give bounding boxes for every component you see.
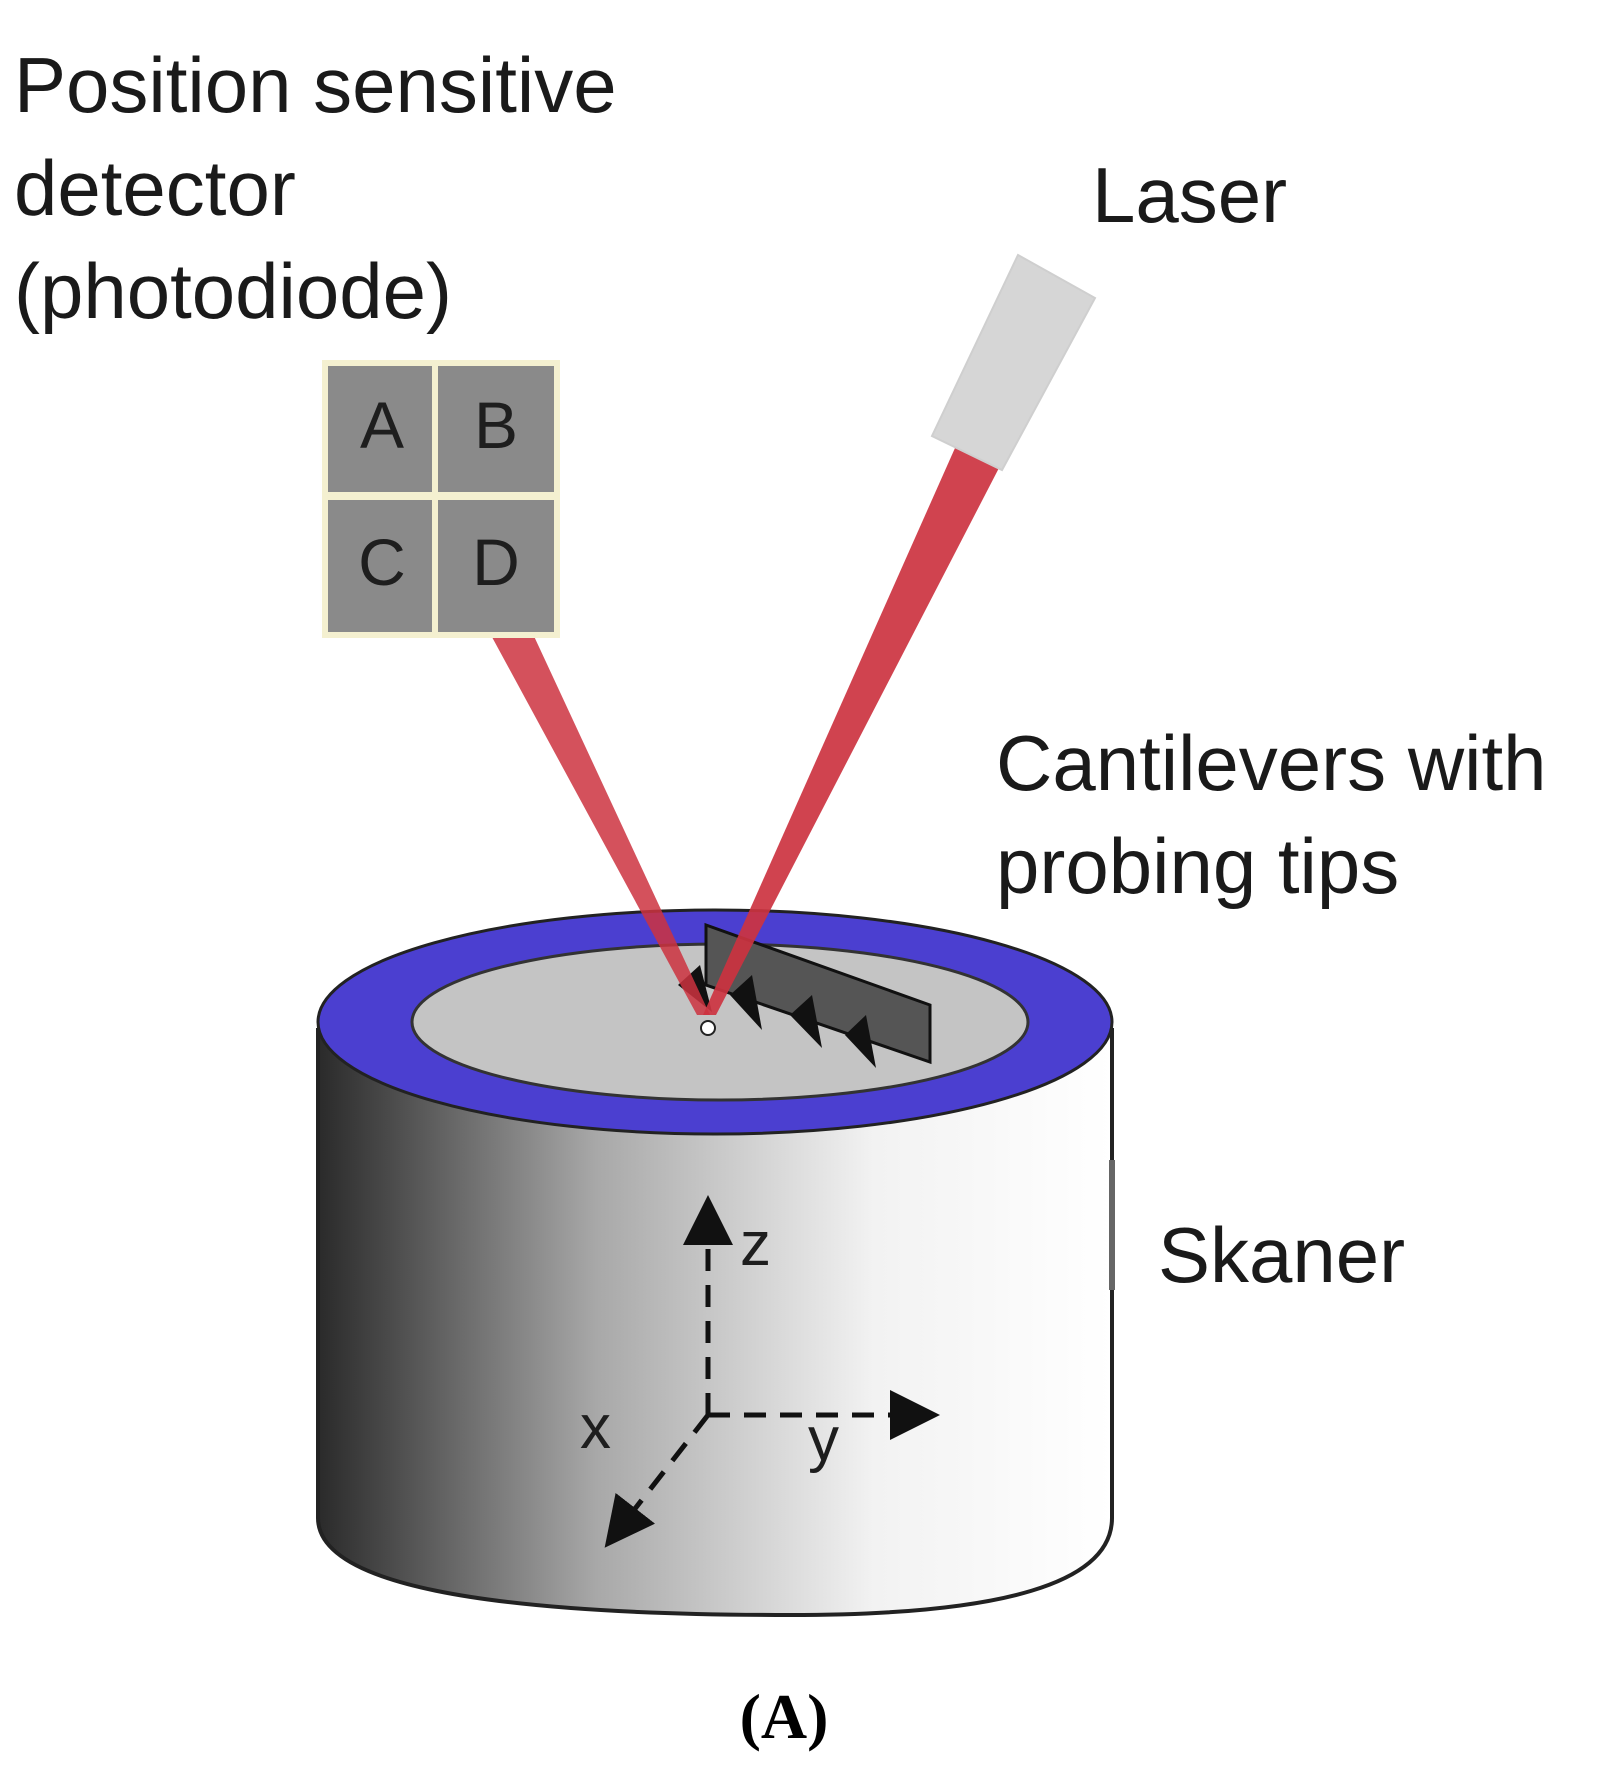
quadrant-a xyxy=(328,366,432,492)
cylinder-side xyxy=(316,1028,1114,1618)
quadrant-c xyxy=(328,500,432,632)
quadrant-b xyxy=(438,366,554,492)
cantilever-chip xyxy=(678,922,932,1068)
figure-caption: (A) xyxy=(740,1681,829,1752)
z-axis-label: z xyxy=(740,1210,771,1279)
incident-beam xyxy=(703,448,1000,1015)
laser-body xyxy=(930,253,1097,472)
photodiode-detector: A B C D xyxy=(322,360,560,638)
quadrant-c-label: C xyxy=(358,525,406,599)
quadrant-d-label: D xyxy=(472,525,520,599)
x-axis-label: x xyxy=(580,1393,611,1462)
scanner-cylinder xyxy=(316,908,1115,1618)
quadrant-a-label: A xyxy=(360,388,404,462)
tip-contact-point xyxy=(700,1020,716,1036)
quadrant-b-label: B xyxy=(474,388,518,462)
cantilever-label-line1: Cantilevers with xyxy=(996,719,1547,807)
detector-label-line3: (photodiode) xyxy=(14,247,452,335)
quadrant-d xyxy=(438,500,554,632)
cantilever-holder xyxy=(704,922,932,1065)
scanner-label: Skaner xyxy=(1158,1211,1405,1299)
laser-label: Laser xyxy=(1092,151,1287,239)
y-axis-label: y xyxy=(808,1405,839,1474)
laser-source xyxy=(930,253,1097,472)
cantilever-label-line2: probing tips xyxy=(996,822,1399,910)
scanner-axes xyxy=(604,1195,940,1548)
detector-label-line2: detector xyxy=(14,144,296,232)
x-axis xyxy=(604,1413,710,1548)
detector-label-line1: Position sensitive xyxy=(14,41,617,129)
